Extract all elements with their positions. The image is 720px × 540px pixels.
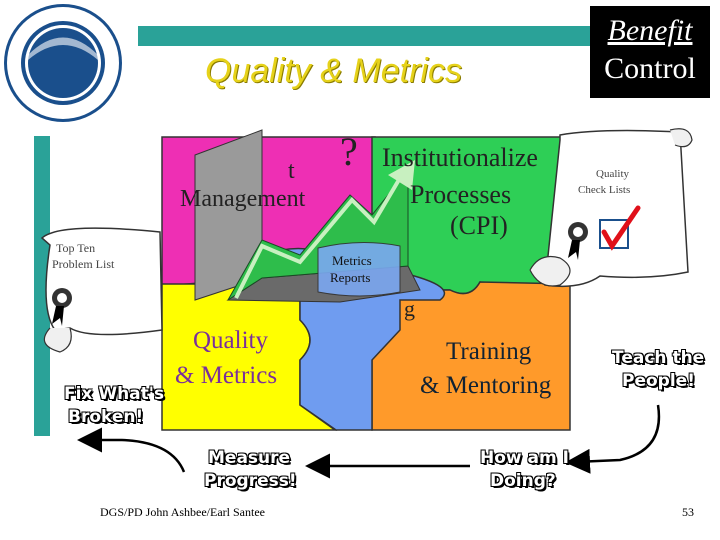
how-label-line2: Doing? [490, 471, 556, 491]
checkmark-icon [599, 205, 641, 251]
left-scroll [40, 227, 163, 336]
how-label-line1: How am I [480, 448, 569, 468]
award-ribbon-icon [52, 288, 72, 326]
benefit-label: Benefit [607, 14, 693, 47]
piece-text-green-3: (CPI) [450, 211, 508, 240]
piece-text-green-2: Processes [410, 180, 512, 209]
page-number: 53 [682, 505, 694, 519]
scroll-text-check-lists: Check Lists [578, 184, 631, 196]
piece-text-magenta-1: t [288, 158, 295, 184]
scroll-text-quality: Quality [596, 168, 629, 180]
slide-title: Quality & Metrics [205, 52, 462, 90]
footer-credit: DGS/PD John Ashbee/Earl Santee [100, 505, 265, 519]
teach-label-line2: People! [622, 371, 695, 391]
scroll-text-problem-list: Problem List [52, 257, 115, 271]
calpro-logo [4, 4, 122, 122]
puzzle-piece-orange [371, 281, 571, 431]
fix-label-line1: Fix What's [64, 384, 165, 404]
right-scroll [544, 129, 689, 288]
piece-text-yellow-1: Quality [193, 327, 268, 354]
left-rail [34, 136, 50, 436]
cycle-arrow [77, 427, 186, 473]
piece-text-magenta-2: Management [180, 186, 306, 212]
control-label: Control [604, 52, 696, 85]
metrics-reports-line2: Reports [330, 270, 371, 285]
benefit-control-box: Benefit Control [590, 6, 710, 98]
question-mark: ? [340, 129, 358, 174]
piece-text-green-1: Institutionalize [382, 143, 538, 172]
teach-label-line1: Teach the [612, 348, 705, 368]
title-bar [138, 26, 710, 46]
piece-text-yellow-2: & Metrics [175, 362, 278, 389]
cycle-arrow [565, 404, 661, 474]
measure-label-line1: Measure [208, 448, 291, 468]
award-ribbon-icon [568, 222, 588, 260]
piece-text-blue-fragment: g [404, 296, 415, 321]
scroll-text-top-ten: Top Ten [56, 241, 96, 255]
piece-text-orange-2: & Mentoring [420, 372, 552, 399]
measure-label-line2: Progress! [204, 471, 297, 491]
metrics-reports-line1: Metrics [332, 253, 372, 268]
piece-text-orange-1: Training [446, 338, 532, 365]
fix-label-line2: Broken! [68, 407, 144, 427]
